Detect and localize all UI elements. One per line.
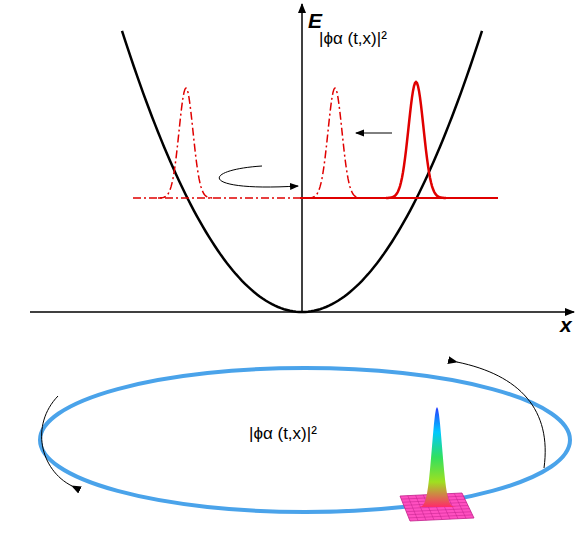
return-arrow [219,166,298,187]
grid-line [409,515,473,518]
peak-surface [405,407,470,507]
baseline-solid [300,197,498,199]
axis-label: x [560,314,572,335]
e-axis [301,4,303,312]
axis-label: E [308,10,322,31]
probability-density-label: |ϕα (t,x)|² [248,425,318,442]
ring [40,368,570,512]
wave-packet-now [386,82,446,198]
grid-line [454,493,466,518]
wave-packet-mid [307,88,363,198]
rotation-arrow [42,396,72,486]
motion-arrow [356,133,392,134]
rotation-arrow [457,362,545,468]
potential-parabola [122,31,482,312]
grid-line [408,512,472,515]
grid-line [406,509,469,512]
probability-density-label: |ϕα (t,x)|² [318,30,388,47]
wave-packet-past [158,88,214,198]
